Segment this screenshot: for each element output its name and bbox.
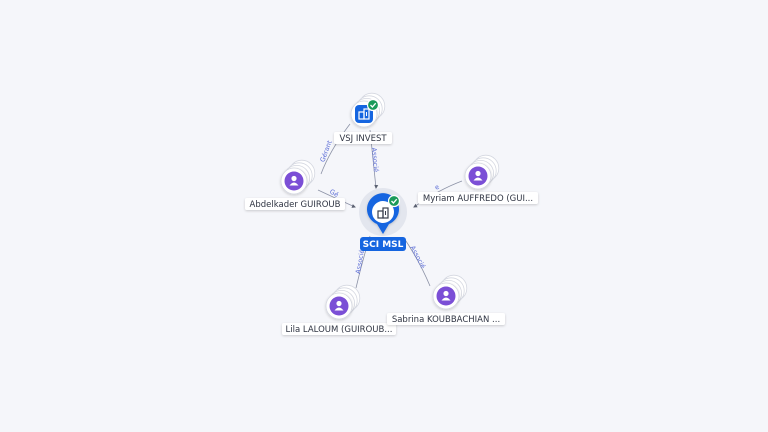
building-icon xyxy=(358,108,370,120)
edge-label: Associé xyxy=(370,147,380,172)
node-label: VSJ INVEST xyxy=(339,134,387,144)
node-center-sci[interactable]: SCI MSL xyxy=(359,188,407,251)
edge-abd-vsj: Gérant xyxy=(319,123,351,175)
edge-label: Associé xyxy=(408,244,427,269)
node-label-bg xyxy=(282,323,396,335)
node-label: Lila LALOUM (GUIROUB... xyxy=(286,325,393,335)
node-label: Myriam AUFFREDO (GUI... xyxy=(423,194,533,204)
node-label: SCI MSL xyxy=(363,240,404,250)
edge-line xyxy=(320,123,351,175)
node-label-bg xyxy=(334,132,392,144)
edge-arrow-icon xyxy=(351,204,356,208)
edge-arrow-icon xyxy=(413,203,418,208)
node-label-bg xyxy=(360,237,406,251)
nodes-layer: VSJ INVEST Abdelkader GUIROUB Myriam AUFFR… xyxy=(245,92,538,335)
person-icon xyxy=(289,175,299,186)
node-label-bg xyxy=(387,313,505,325)
node-label-bg xyxy=(245,198,345,210)
edge-label: e xyxy=(433,183,440,192)
node-label: Sabrina KOUBBACHIAN ... xyxy=(392,315,500,325)
edge-label: Gé xyxy=(328,188,340,199)
edge-label: Associé xyxy=(354,249,366,275)
person-icon xyxy=(441,290,451,301)
node-lil[interactable]: Lila LALOUM (GUIROUB... xyxy=(282,284,396,335)
node-label: Abdelkader GUIROUB xyxy=(250,200,341,210)
node-abd[interactable]: Abdelkader GUIROUB xyxy=(245,159,345,210)
node-sab[interactable]: Sabrina KOUBBACHIAN ... xyxy=(387,274,505,325)
verified-badge-icon xyxy=(387,194,401,208)
edge-line xyxy=(403,237,431,287)
edge-sab-sci: Associé xyxy=(403,237,431,287)
edge-arrow-icon xyxy=(374,184,379,189)
verified-badge-icon xyxy=(366,98,380,112)
node-vsj[interactable]: VSJ INVEST xyxy=(334,92,392,144)
person-icon xyxy=(334,300,344,311)
node-label-bg xyxy=(418,192,538,204)
building-icon xyxy=(377,207,389,219)
person-icon xyxy=(473,170,483,181)
node-myr[interactable]: Myriam AUFFREDO (GUI... xyxy=(418,154,538,204)
